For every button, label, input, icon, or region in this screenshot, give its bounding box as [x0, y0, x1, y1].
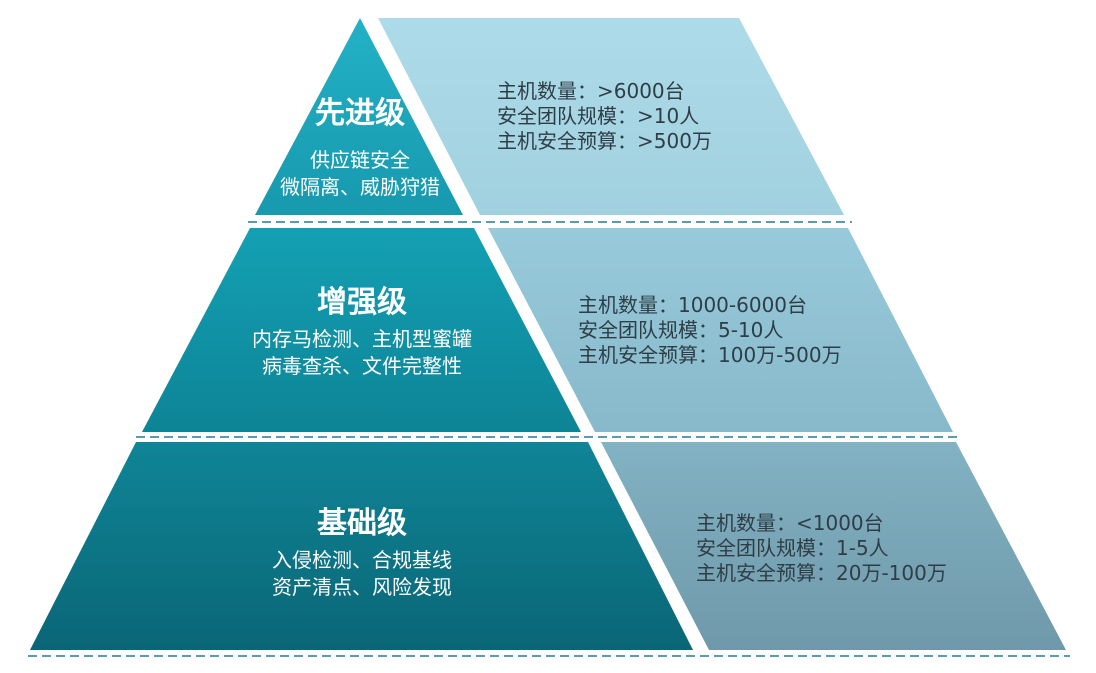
level-title: 先进级 — [315, 96, 405, 131]
tier-bottom-shape — [30, 442, 693, 650]
level-feature: 入侵检测、合规基线 — [272, 548, 452, 572]
panel-top-shape — [378, 18, 844, 215]
host-count: 主机数量：<1000台 — [696, 511, 884, 535]
panel-bottom-shape — [601, 442, 1066, 650]
team-size: 安全团队规模：>10人 — [497, 104, 700, 128]
tier-mid-shape — [142, 228, 581, 432]
panel-mid-shape — [488, 228, 953, 432]
level-title: 增强级 — [317, 285, 407, 320]
tier-top-label: 先进级 供应链安全 微隔离、威胁狩猎 — [240, 95, 480, 201]
host-count: 主机数量：>6000台 — [497, 79, 685, 103]
level-feature: 供应链安全 — [310, 148, 410, 172]
panel-bottom-requirements: 主机数量：<1000台 安全团队规模：1-5人 主机安全预算：20万-100万 — [696, 511, 947, 586]
tier-top-shape — [255, 18, 463, 215]
level-feature: 资产清点、风险发现 — [272, 575, 452, 599]
tier-bottom-label: 基础级 入侵检测、合规基线 资产清点、风险发现 — [212, 505, 512, 601]
panel-top-requirements: 主机数量：>6000台 安全团队规模：>10人 主机安全预算：>500万 — [497, 79, 712, 154]
level-feature: 内存马检测、主机型蜜罐 — [252, 327, 472, 351]
tier-mid-label: 增强级 内存马检测、主机型蜜罐 病毒查杀、文件完整性 — [212, 284, 512, 380]
budget: 主机安全预算：20万-100万 — [696, 561, 947, 585]
team-size: 安全团队规模：5-10人 — [578, 318, 784, 342]
host-count: 主机数量：1000-6000台 — [578, 293, 808, 317]
budget: 主机安全预算：>500万 — [497, 129, 712, 153]
budget: 主机安全预算：100万-500万 — [578, 343, 842, 367]
level-title: 基础级 — [317, 506, 407, 541]
team-size: 安全团队规模：1-5人 — [696, 536, 889, 560]
panel-mid-requirements: 主机数量：1000-6000台 安全团队规模：5-10人 主机安全预算：100万… — [578, 293, 842, 368]
level-feature: 微隔离、威胁狩猎 — [280, 175, 440, 199]
level-feature: 病毒查杀、文件完整性 — [262, 354, 462, 378]
